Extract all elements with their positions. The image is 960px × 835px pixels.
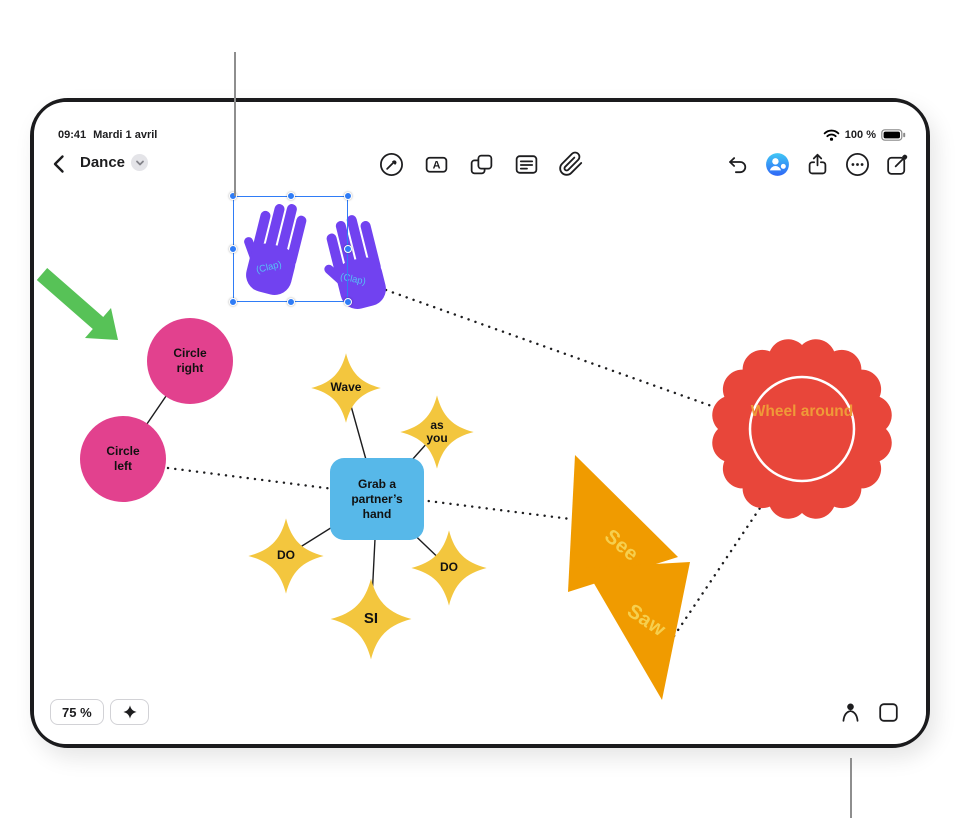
collaborate-button[interactable] bbox=[763, 150, 791, 178]
new-board-icon bbox=[886, 154, 907, 175]
star-do-right-shape[interactable]: DO bbox=[409, 528, 489, 608]
star-icon bbox=[330, 578, 412, 660]
wheel-inner-ring bbox=[748, 375, 856, 483]
text-box-icon: A bbox=[425, 156, 447, 173]
toolbar-center-tools: A bbox=[377, 150, 585, 178]
svg-text:A: A bbox=[432, 159, 440, 171]
star-do-left-shape[interactable]: DO bbox=[246, 516, 326, 596]
star-wave-shape[interactable]: Wave bbox=[309, 351, 383, 425]
square-outline-icon bbox=[878, 702, 898, 722]
undo-icon bbox=[728, 156, 746, 173]
chevron-down-icon bbox=[131, 154, 149, 171]
selection-handle[interactable] bbox=[229, 245, 237, 253]
attachment-icon bbox=[559, 151, 583, 176]
wheel-label: Wheel around bbox=[750, 403, 854, 420]
callout-line-bottom bbox=[850, 758, 852, 818]
circle-right-label: Circle right bbox=[173, 346, 207, 375]
person-arcs-icon bbox=[842, 702, 858, 722]
draw-tool-button[interactable] bbox=[377, 150, 405, 178]
callout-line-top bbox=[234, 52, 236, 196]
sparkle-star-icon bbox=[122, 705, 137, 719]
star-icon bbox=[400, 395, 474, 469]
circle-left-shape[interactable]: Circle left bbox=[80, 416, 166, 502]
star-do-left-label: DO bbox=[277, 548, 295, 563]
battery-icon bbox=[881, 129, 906, 141]
share-button[interactable] bbox=[803, 150, 831, 178]
undo-button[interactable] bbox=[723, 150, 751, 178]
battery-percent: 100 % bbox=[844, 129, 876, 141]
star-wave-label: Wave bbox=[330, 380, 362, 395]
star-icon bbox=[248, 518, 324, 594]
status-time-date: 09:41 Mardi 1 avril bbox=[58, 129, 157, 141]
wifi-icon bbox=[823, 129, 840, 141]
selection-box[interactable] bbox=[229, 192, 352, 306]
board-title: Dance bbox=[80, 154, 126, 171]
circle-right-shape[interactable]: Circle right bbox=[147, 318, 233, 404]
star-as-you-shape[interactable]: as you bbox=[398, 393, 476, 471]
star-do-right-label: DO bbox=[440, 560, 458, 575]
status-date: Mardi 1 avril bbox=[93, 129, 158, 141]
ipad-frame: 09:41 Mardi 1 avril 100 % bbox=[30, 98, 930, 748]
shapes-tool-button[interactable] bbox=[467, 150, 495, 178]
center-box-label: Grab a partner’s hand bbox=[351, 476, 403, 521]
note-tool-button[interactable] bbox=[512, 150, 540, 178]
shapes-icon bbox=[470, 154, 492, 174]
text-tool-button[interactable]: A bbox=[422, 150, 450, 178]
dotted-connector-saw-to-wheel[interactable] bbox=[668, 500, 766, 644]
selection-handle[interactable] bbox=[229, 192, 237, 200]
zoom-control[interactable]: 75 % bbox=[50, 699, 104, 725]
more-button[interactable] bbox=[843, 150, 871, 178]
wheel-seal-shape[interactable] bbox=[712, 339, 892, 519]
selection-handle[interactable] bbox=[286, 298, 295, 306]
selection-handle[interactable] bbox=[344, 298, 352, 306]
center-box-shape[interactable]: Grab a partner’s hand bbox=[330, 458, 424, 540]
more-icon bbox=[845, 152, 869, 176]
selection-handle[interactable] bbox=[229, 298, 237, 306]
status-indicators: 100 % bbox=[823, 129, 906, 141]
dotted-connector-hands-to-wheel[interactable] bbox=[384, 288, 736, 416]
triangle-see-shape[interactable] bbox=[568, 455, 678, 592]
collaboration-cursors-button[interactable] bbox=[835, 697, 865, 727]
star-icon bbox=[411, 530, 487, 606]
star-si-shape[interactable]: SI bbox=[328, 576, 414, 662]
note-icon bbox=[515, 154, 537, 174]
favorites-button[interactable] bbox=[110, 699, 149, 725]
star-si-label: SI bbox=[363, 609, 379, 627]
collaborate-icon bbox=[765, 152, 789, 176]
attachment-tool-button[interactable] bbox=[557, 150, 585, 178]
triangle-saw-shape[interactable] bbox=[585, 562, 690, 700]
freeform-app-screen: 09:41 Mardi 1 avril 100 % bbox=[34, 102, 926, 744]
back-button[interactable] bbox=[46, 151, 74, 179]
zoom-level: 75 % bbox=[62, 704, 92, 720]
selection-handle[interactable] bbox=[286, 192, 295, 200]
selection-handle[interactable] bbox=[344, 192, 352, 200]
dotted-connector-circleleft-to-see[interactable] bbox=[166, 466, 596, 524]
circle-left-label: Circle left bbox=[106, 444, 140, 473]
selection-handle[interactable] bbox=[344, 245, 352, 253]
star-icon bbox=[311, 353, 381, 423]
toolbar-right-tools bbox=[723, 150, 911, 178]
share-icon bbox=[808, 153, 826, 174]
draw-icon bbox=[379, 152, 403, 176]
back-chevron-icon bbox=[53, 155, 64, 173]
star-as-you-label: as you bbox=[426, 417, 448, 445]
green-arrow-shape[interactable] bbox=[36, 268, 118, 340]
new-board-button[interactable] bbox=[883, 150, 911, 178]
board-title-menu[interactable]: Dance bbox=[80, 154, 149, 171]
status-time: 09:41 bbox=[58, 129, 87, 141]
scratchpad-button[interactable] bbox=[873, 697, 903, 727]
